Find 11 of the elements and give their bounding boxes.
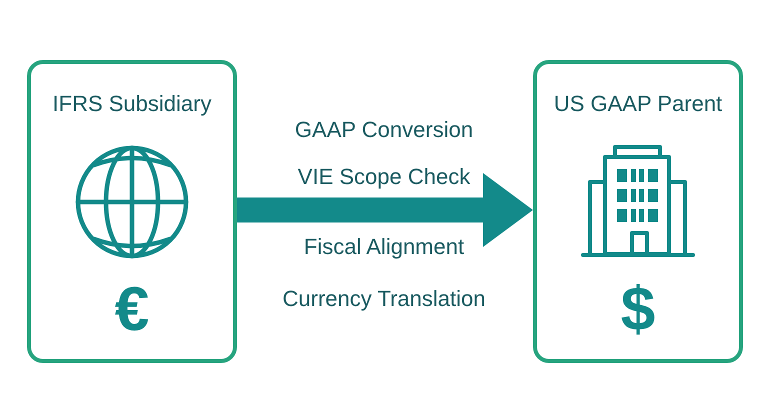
card-title: IFRS Subsidiary	[52, 92, 212, 116]
step-label: VIE Scope Check	[298, 164, 470, 190]
step-label: Fiscal Alignment	[304, 234, 464, 260]
entity-card	[533, 60, 743, 363]
entity-card	[27, 60, 237, 363]
arrow	[237, 173, 533, 247]
step-label: Currency Translation	[282, 286, 486, 312]
currency-symbol: $	[620, 279, 656, 341]
currency-symbol: €	[114, 279, 150, 341]
step-label: GAAP Conversion	[294, 118, 474, 142]
card-title: US GAAP Parent	[554, 92, 722, 116]
